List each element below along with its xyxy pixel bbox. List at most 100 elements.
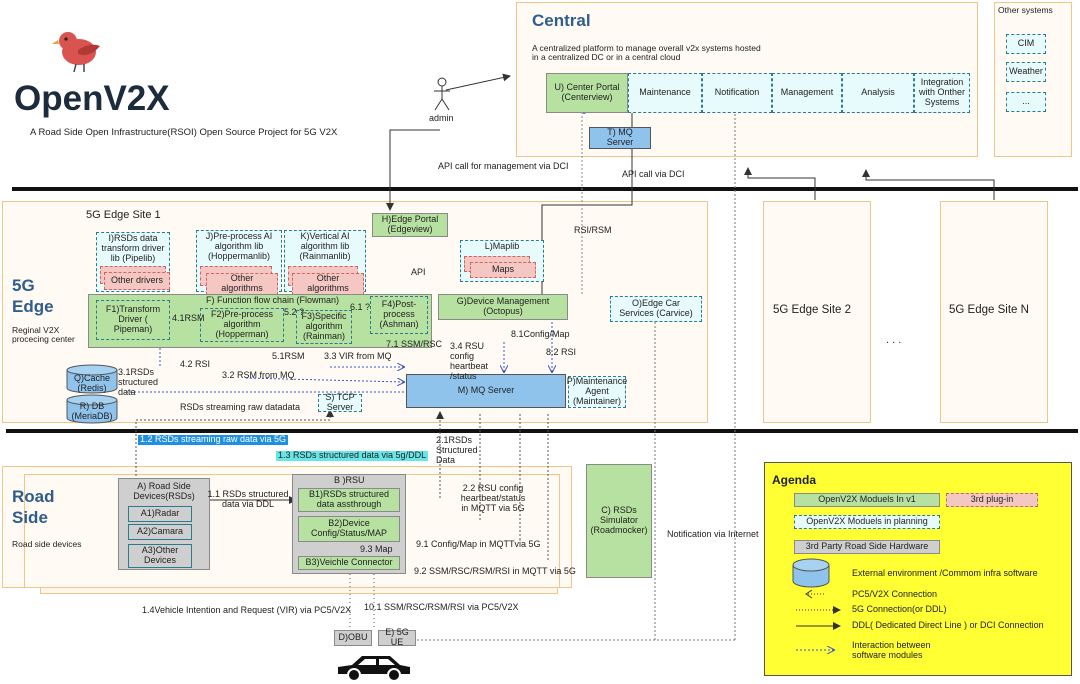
maintenance-agent[interactable]: P)Maintenance Agent (Maintainer) [567,376,627,408]
center-portal[interactable]: U) Center Portal (Centerview) [546,73,628,113]
flowman-label: F) Function flow chain (Flowman) [206,295,340,305]
maplib-label: L)Maplib [484,241,520,251]
rainmanlib-label: K)Vertical AI algorithm lib (Rainmanlib) [299,231,351,261]
road-title: Road Side [12,487,55,528]
analysis-module[interactable]: Analysis [842,73,914,113]
label-map-93: 9.3 Map [360,544,393,554]
brand-name: OpenV2X [14,79,170,118]
label-rsds-11: 1.1 RSDs structured data via DDL [207,489,289,509]
label-streaming-raw: RSDs streaming raw datadata [180,402,301,412]
separator-central-edge [12,187,1078,191]
label-rsm-41: 4.1RSM [172,313,205,323]
label-api-dci: API call via DCI [622,169,685,179]
integration-module[interactable]: Integration with Onther Systems [914,73,970,113]
admin-actor-icon [431,77,453,113]
label-q-52: 5.2 ? [284,307,305,317]
agenda-title: Agenda [772,473,817,487]
label-hl-13: 1.3 RSDs structured data via 5g/DDL [276,450,429,461]
f2-preprocess[interactable]: F2)Pre-process algorithm (Hopperman) [200,308,284,342]
label-rsm-32: 3.2 RSM from MQ [222,370,295,380]
central-mq-server[interactable]: T) MQ Server [589,127,651,149]
agenda-pc5: PC5/V2X Connection [852,589,938,599]
agenda-hardware-swatch: 3rd Party Road Side Hardware [794,540,940,554]
agenda-plugin-swatch: 3rd plug-in [946,493,1038,507]
central-title: Central [532,11,591,30]
other-drivers[interactable]: Other drivers [104,272,170,290]
label-rsds-31: 3.1RSDs structured data [118,367,159,397]
edge-site-1-label: 5G Edge Site 1 [86,209,161,221]
rsds-label: A) Road Side Devices(RSDs) [133,481,195,501]
label-rsi-42: 4.2 RSI [180,359,211,369]
cache-redis-icon[interactable] [66,364,118,394]
label-vir-14: 1.4Vehicle Intention and Request (VIR) v… [142,605,352,615]
b1-passthrough[interactable]: B1)RSDs structured data assthrough [298,488,400,512]
label-hl-12: 1.2 RSDs streaming raw data via 5G [138,434,289,445]
label-api: API [411,267,426,277]
device-management[interactable]: G)Device Management (Octopus) [438,294,568,320]
label-rsu-cfg-22: 2.2 RSU config heartbeat/status in MQTT … [460,483,526,513]
obu[interactable]: D)OBU [334,630,372,646]
agenda-planning-swatch: OpenV2X Moduels in planning [794,515,940,529]
label-rsi-rsm: RSI/RSM [574,225,612,235]
edge-portal[interactable]: H)Edge Portal (Edgeview) [372,213,448,237]
label-ssm-92: 9.2 SSM/RSC/RSM/RSI in MQTT via 5G [414,566,576,576]
central-desc: A centralized platform to manage overall… [532,43,761,63]
edge-site-2-frame [763,201,871,423]
radar-device[interactable]: A1)Radar [128,506,192,522]
notification-module[interactable]: Notification [702,73,772,113]
other-systems-title: Other systems [998,5,1053,15]
edge-site-n-frame [940,201,1048,423]
edge-title: 5G Edge [12,276,54,317]
maintenance-module[interactable]: Maintenance [628,73,702,113]
edge-car-services[interactable]: O)Edge Car Services (Carvice) [610,296,702,322]
openv2x-logo [52,24,104,74]
cache-label: Q)Cache (Redis) [73,373,110,393]
edge-site-2-label: 5G Edge Site 2 [773,304,851,316]
label-vir-33: 3.3 VIR from MQ [324,351,392,361]
other-devices[interactable]: A3)Other Devices [128,544,192,568]
db-mariadb-icon[interactable] [66,394,118,424]
label-cfg-91: 9.1 Config/Map in MQTTvia 5G [416,539,541,549]
hoppermanlib-label: J)Pre-process AI algorithm lib (Hopperma… [205,231,273,261]
edge-mq-server[interactable]: M) MQ Server [406,374,566,408]
f1-transform-driver[interactable]: F1)Transform Driver ( Pipeman) [96,300,170,340]
management-module[interactable]: Management [772,73,842,113]
label-api-mgmt: API call for management via DCI [438,161,569,171]
agenda-interaction: Interaction between software modules [852,640,931,660]
label-rsi-82: 8.2 RSI [546,347,577,357]
label-q-61: 6.1 ? [350,302,371,312]
maps[interactable]: Maps [470,262,536,278]
other-system-cim[interactable]: CIM [1006,34,1046,54]
b3-vehicle-connector[interactable]: B3)Veichle Connector [298,556,400,570]
f4-postprocess[interactable]: F4)Post-process (Ashman) [370,296,428,334]
edge-subtitle: Reginal V2X procecing center [12,325,75,345]
road-subtitle: Road side devices [12,539,82,549]
tcp-server[interactable]: S) TCP Server [318,392,362,412]
db-label: R) DB (MeriaDB) [71,401,113,421]
label-rsds-21: 2.1RSDs Structured Data [436,435,478,465]
pipelib-label: I)RSDs data transform driver lib (Pipeli… [101,233,165,263]
label-ssm-101: 10.1 SSM/RSC/RSM/RSI via PC5/V2X [364,602,519,612]
f3-specific-algorithm[interactable]: F3)Specific algorithm (Rainman) [296,310,352,344]
5g-ue[interactable]: E) 5G UE [378,627,416,647]
agenda-ddl: DDL( Dedicated Direct Line ) or DCI Conn… [852,620,1044,630]
car-icon [334,652,414,682]
brand-tagline: A Road Side Open Infrastructure(RSOI) Op… [30,127,338,138]
edge-sites-ellipsis: . . . [886,334,902,346]
b2-device-config[interactable]: B2)Device Config/Status/MAP [298,516,400,542]
separator-edge-road [6,429,1078,433]
label-cfg-map-81: 8.1Config/Map [511,329,570,339]
agenda-external: External environment /Commom infra softw… [852,568,1038,578]
edge-site-n-label: 5G Edge Site N [949,304,1029,316]
agenda-v1-swatch: OpenV2X Moduels In v1 [794,493,940,507]
other-system-weather[interactable]: Weather [1006,62,1046,82]
label-ssm-71: 7.1 SSM/RSC [386,339,443,349]
label-notif-internet: Notification via Internet [667,529,759,539]
other-system-more[interactable]: ... [1006,92,1046,112]
admin-label: admin [429,113,454,123]
rsds-simulator[interactable]: C) RSDs Simulator (Roadmocker) [586,464,652,578]
agenda-cylinder-icon [792,558,830,588]
camera-device[interactable]: A2)Camara [128,524,192,540]
rsu-label: B )RSU [334,475,365,485]
